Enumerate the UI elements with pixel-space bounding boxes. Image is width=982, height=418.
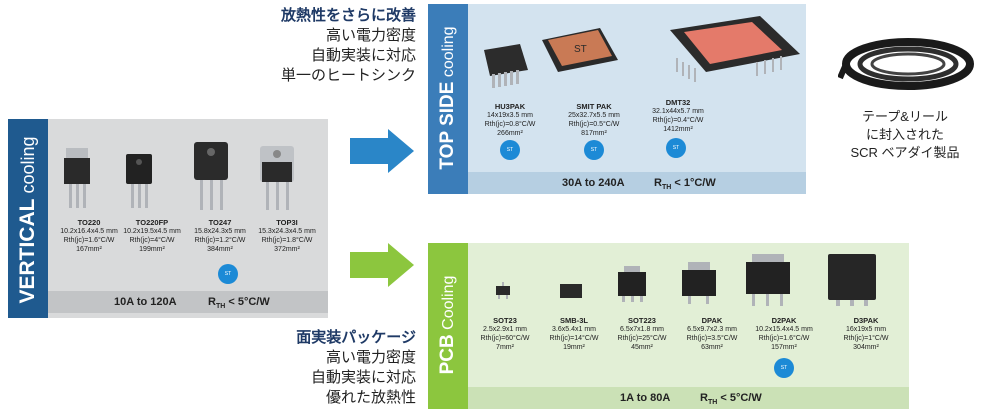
vertical-current-range: 10A to 120A (114, 296, 177, 308)
pcb-feature-heading: 面実装パッケージ (296, 329, 416, 346)
sot23-icon (496, 282, 510, 299)
reel-caption: テープ&リール に封入された SCR ベアダイ製品 (830, 108, 980, 162)
pcb-device-sot223: SOT223 6.5x7x1.8 mm Rth(jc)=25°C/W 45mm² (617, 316, 667, 351)
dmt32-icon (670, 16, 800, 82)
topside-qual-logo-2-icon: ST (584, 140, 604, 160)
smb3l-icon (560, 284, 582, 298)
topside-cooling-strip (428, 4, 468, 194)
svg-text:ST: ST (574, 44, 587, 55)
to220fp-icon (126, 154, 152, 208)
vertical-cooling-label: VERTICAL cooling (16, 136, 39, 304)
topside-feature-line-2: 自動実装に対応 (310, 47, 416, 64)
pcb-feature-line-2: 自動実装に対応 (310, 369, 416, 386)
pcb-feature-line-3: 優れた放熱性 (325, 389, 416, 406)
topside-feature-text: 放熱性をさらに改善 高い電力密度 自動実装に対応 単一のヒートシンク (230, 6, 416, 86)
topside-device-hu3pak: HU3PAK 14x19x3.5 mm Rth(jc)=0.8°C/W 266m… (484, 102, 536, 137)
pcb-feature-text: 面実装パッケージ 高い電力密度 自動実装に対応 優れた放熱性 (230, 328, 416, 408)
arrow-to-pcb-head-icon (388, 243, 414, 287)
to247-icon (194, 142, 228, 210)
reel-caption-line-3: SCR ベアダイ製品 (850, 145, 960, 160)
pcb-package-images (496, 254, 876, 306)
pcb-device-sot23: SOT23 2.5x2.9x1 mm Rth(jc)=60°C/W 7mm² (480, 316, 530, 351)
vertical-device-to220: TO220 10.2x16.4x4.5 mm Rth(jc)=1.6°C/W 1… (60, 218, 118, 253)
topside-package-images: ST (484, 16, 800, 88)
vertical-rth: RTH < 5°C/W (208, 296, 270, 311)
topside-feature-heading: 放熱性をさらに改善 (280, 7, 416, 24)
pcb-current-range: 1A to 80A (620, 392, 671, 404)
vertical-cooling-strip (8, 119, 48, 318)
vertical-spec-bar: 10A to 120A RTH < 5°C/W (48, 291, 328, 313)
vertical-device-to220fp: TO220FP 10.2x19.5x4.5 mm Rth(jc)=4°C/W 1… (123, 218, 181, 253)
topside-feature-line-3: 単一のヒートシンク (280, 67, 416, 84)
pcb-spec-bar: 1A to 80A RTH < 5°C/W (468, 387, 909, 409)
to220-icon (64, 148, 90, 208)
reel-caption-line-1: テープ&リール (862, 109, 948, 124)
vertical-device-to247: TO247 15.8x24.3x5 mm Rth(jc)=1.2°C/W 384… (194, 218, 246, 253)
topside-spec-bar: 30A to 240A RTH < 1°C/W (468, 172, 806, 194)
pcb-rth: RTH < 5°C/W (700, 392, 762, 407)
d3pak-icon (828, 254, 876, 306)
topside-qual-logo-3-icon: ST (666, 138, 686, 158)
arrow-to-topside-head-icon (388, 129, 414, 173)
pcb-qual-logo-icon: ST (774, 358, 794, 378)
vertical-package-images (64, 142, 294, 210)
smitpak-icon: ST (542, 28, 618, 72)
topside-current-range: 30A to 240A (562, 177, 625, 189)
pcb-cooling-label: PCB Cooling (437, 275, 458, 375)
pcb-feature-line-1: 高い電力密度 (325, 349, 416, 366)
sot223-icon (618, 266, 646, 302)
reel-caption-line-2: に封入された (865, 127, 944, 142)
vertical-qual-logo-icon: ST (218, 264, 238, 284)
dpak-icon (682, 262, 716, 304)
tape-reel-image (838, 38, 974, 90)
arrow-to-pcb-icon (350, 252, 390, 278)
pcb-device-d2pak: D2PAK 10.2x15.4x4.5 mm Rth(jc)=1.6°C/W 1… (755, 316, 813, 351)
topside-feature-line-1: 高い電力密度 (325, 27, 416, 44)
vertical-device-top3i: TOP3I 15.3x24.3x4.5 mm Rth(jc)=1.8°C/W 3… (258, 218, 316, 253)
pcb-device-d3pak: D3PAK 16x19x5 mm Rth(jc)=1°C/W 304mm² (843, 316, 889, 351)
hu3pak-icon (484, 44, 528, 88)
topside-rth: RTH < 1°C/W (654, 177, 716, 192)
topside-device-dmt32: DMT32 32.1x44x5.7 mm Rth(jc)=0.4°C/W 141… (652, 98, 704, 133)
pcb-device-dpak: DPAK 6.5x9.7x2.3 mm Rth(jc)=3.5°C/W 63mm… (686, 316, 738, 351)
top3i-icon (260, 146, 294, 210)
arrow-to-topside-icon (350, 138, 390, 164)
topside-device-smitpak: SMIT PAK 25x32.7x5.5 mm Rth(jc)=0.5°C/W … (568, 102, 620, 137)
topside-qual-logo-1-icon: ST (500, 140, 520, 160)
pcb-device-smb3l: SMB-3L 3.6x5.4x1 mm Rth(jc)=14°C/W 19mm² (549, 316, 599, 351)
d2pak-icon (746, 254, 790, 306)
pcb-cooling-strip (428, 243, 468, 409)
topside-cooling-label: TOP SIDE cooling (437, 26, 458, 170)
